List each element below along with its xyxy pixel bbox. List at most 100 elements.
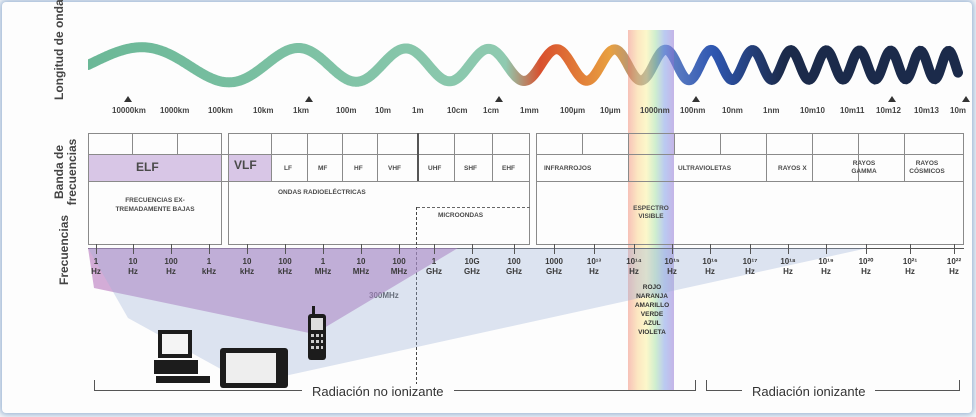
group-radio: ONDAS RADIOELÉCTRICAS bbox=[278, 189, 366, 196]
wavelength-label: 10000km bbox=[112, 106, 146, 115]
frequency-value: 1000 bbox=[545, 257, 563, 266]
band-hf: HF bbox=[354, 165, 363, 172]
wavelength-arrow bbox=[124, 96, 132, 102]
frequency-value: 10G bbox=[464, 257, 480, 266]
band-box-radio bbox=[228, 133, 530, 245]
wavelength-label: 10m bbox=[950, 106, 967, 115]
elf-fill bbox=[89, 155, 221, 181]
frequency-unit: MHz bbox=[390, 267, 408, 276]
frequency-tick bbox=[209, 244, 210, 254]
frequency-unit: Hz bbox=[949, 267, 959, 276]
frequency-unit: Hz bbox=[589, 267, 599, 276]
group-extremely-low: FRECUENCIAS EX-TREMADAMENTE BAJAS bbox=[115, 197, 195, 213]
wavelength-label: 1000km bbox=[160, 106, 190, 115]
frequency-value: 1 bbox=[93, 257, 99, 266]
ionizing-label: Radiación ionizante bbox=[742, 384, 876, 399]
wavelength-arrow bbox=[962, 96, 970, 102]
frequency-value: 100 bbox=[278, 257, 292, 266]
wavelength-label: 10cm bbox=[447, 106, 468, 115]
frequency-value: 1 bbox=[320, 257, 326, 266]
frequency-unit: Hz bbox=[667, 267, 677, 276]
band-uhf: UHF bbox=[428, 165, 442, 172]
frequency-value: 100 bbox=[507, 257, 521, 266]
frequency-unit: GHz bbox=[546, 267, 562, 276]
frequency-tick bbox=[910, 244, 911, 254]
band-rayos-gamma: RAYOS GAMMA bbox=[851, 160, 877, 175]
frequency-unit: MHz bbox=[314, 267, 332, 276]
frequency-unit: Hz bbox=[745, 267, 755, 276]
frequency-tick bbox=[710, 244, 711, 254]
frequency-value: 10²¹ bbox=[902, 257, 918, 266]
frequency-value: 100 bbox=[164, 257, 178, 266]
visible-color-item: ROJO bbox=[642, 284, 662, 291]
wavelength-label: 1mm bbox=[520, 106, 539, 115]
mobile-phone-icon bbox=[308, 306, 326, 360]
band-vhf: VHF bbox=[388, 165, 401, 172]
frequency-tick bbox=[554, 244, 555, 254]
band-shf: SHF bbox=[464, 165, 477, 172]
wavelength-arrow bbox=[495, 96, 503, 102]
band-infrarrojos: INFRARROJOS bbox=[544, 165, 592, 172]
wavelength-label: 10µm bbox=[600, 106, 621, 115]
frequency-tick bbox=[472, 244, 473, 254]
wavelength-label: 10km bbox=[253, 106, 274, 115]
frequency-tick bbox=[672, 244, 673, 254]
frequency-tick bbox=[750, 244, 751, 254]
frequency-tick bbox=[954, 244, 955, 254]
wavelength-label: 100m bbox=[336, 106, 357, 115]
row-label-band: Banda de frecuencias bbox=[52, 138, 79, 206]
frequency-unit: Hz bbox=[166, 267, 176, 276]
frequency-unit: Hz bbox=[91, 267, 101, 276]
wavelength-label: 1cm bbox=[483, 106, 500, 115]
wavelength-label: 1000nm bbox=[640, 106, 670, 115]
frequency-value: 10 bbox=[128, 257, 138, 266]
frequency-value: 10¹⁴ bbox=[626, 257, 642, 266]
wavelength-arrow bbox=[692, 96, 700, 102]
frequency-value: 1 bbox=[431, 257, 437, 266]
frequency-unit: GHz bbox=[426, 267, 442, 276]
visible-color-item: VIOLETA bbox=[638, 329, 666, 336]
frequency-tick bbox=[434, 244, 435, 254]
frequency-value: 100 bbox=[392, 257, 406, 266]
frequency-value: 10¹³ bbox=[586, 257, 602, 266]
frequency-value: 1 bbox=[206, 257, 212, 266]
band-mf: MF bbox=[318, 165, 328, 172]
marker-300mhz-line bbox=[416, 207, 417, 385]
wavelength-label: 10m11 bbox=[840, 106, 865, 115]
frequency-unit: GHz bbox=[464, 267, 480, 276]
frequency-unit: Hz bbox=[905, 267, 915, 276]
frequency-tick bbox=[171, 244, 172, 254]
wavelength-arrow bbox=[305, 96, 313, 102]
wavelength-label: 10nm bbox=[722, 106, 743, 115]
frequency-value: 10¹⁷ bbox=[742, 257, 758, 266]
visible-spectrum-band bbox=[628, 30, 674, 390]
frequency-unit: kHz bbox=[239, 267, 255, 276]
frequency-unit: kHz bbox=[201, 267, 217, 276]
band-ultravioletas: ULTRAVIOLETAS bbox=[678, 165, 732, 172]
frequency-unit: GHz bbox=[506, 267, 522, 276]
row-label-wavelength: Longitud de onda bbox=[52, 0, 66, 100]
frequency-tick bbox=[133, 244, 134, 254]
band-vlf: VLF bbox=[234, 158, 257, 172]
frequency-tick bbox=[866, 244, 867, 254]
frequency-tick bbox=[96, 244, 97, 254]
band-elf: ELF bbox=[136, 160, 159, 174]
visible-color-item: AZUL bbox=[643, 320, 661, 327]
frequency-unit: Hz bbox=[821, 267, 831, 276]
